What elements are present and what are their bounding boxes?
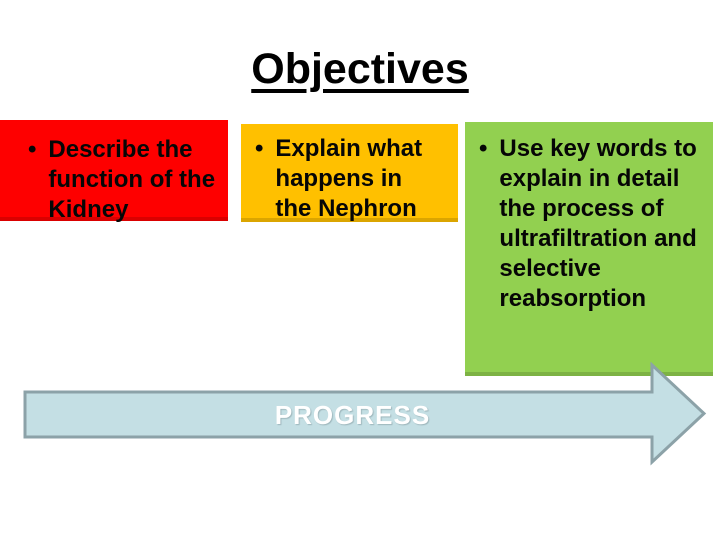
objective-text-kidney: Describe the function of the Kidney xyxy=(48,136,216,223)
arrow-shape xyxy=(23,362,707,466)
progress-arrow xyxy=(23,362,713,467)
bullet-marker: • xyxy=(479,135,488,162)
objective-box-keywords: • Use key words to explain in detail the… xyxy=(465,122,713,376)
progress-label: PROGRESS xyxy=(274,400,431,430)
progress-arrow-svg xyxy=(23,362,707,466)
bullet-marker: • xyxy=(28,136,37,163)
slide-title: Objectives xyxy=(251,45,469,93)
objective-box-nephron: • Explain what happens in the Nephron xyxy=(241,124,458,222)
objective-text-keywords: Use key words to explain in detail the p… xyxy=(499,135,697,312)
objective-text-nephron: Explain what happens in the Nephron xyxy=(275,135,423,222)
objective-box-kidney: • Describe the function of the Kidney xyxy=(0,120,228,223)
bullet-marker: • xyxy=(255,135,264,162)
